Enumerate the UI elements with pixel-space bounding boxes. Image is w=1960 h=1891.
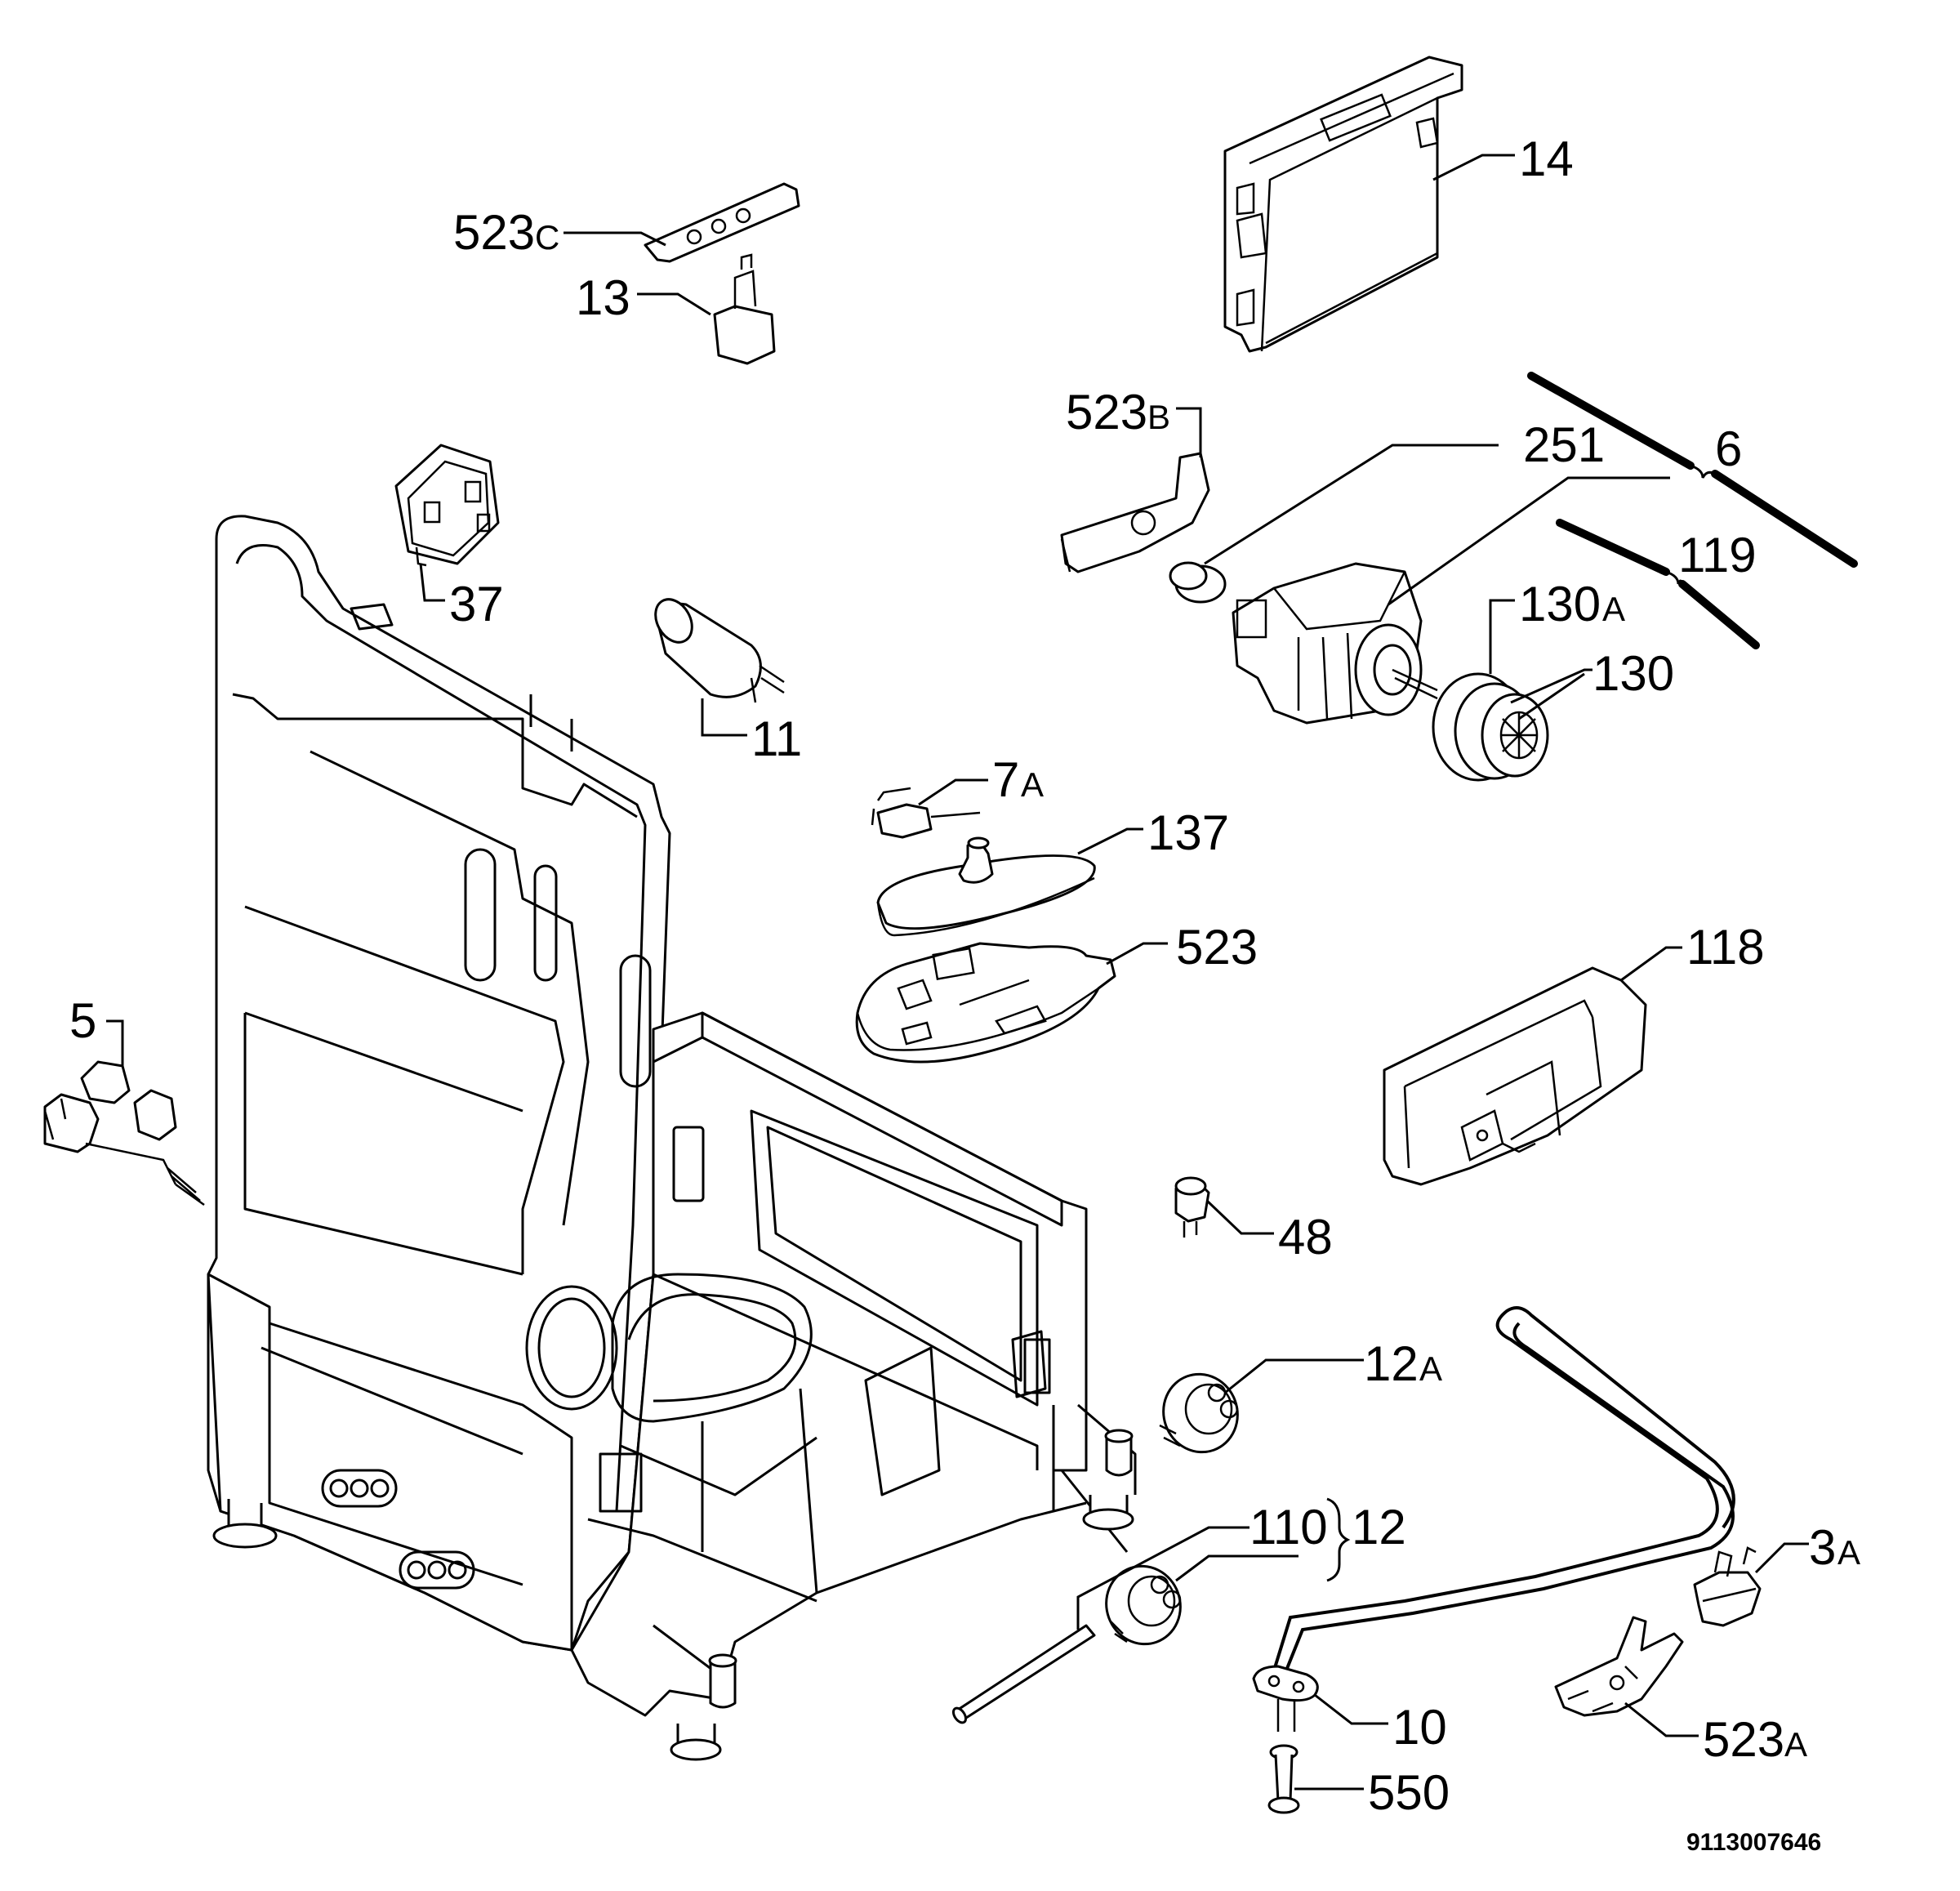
leader-7a bbox=[918, 778, 988, 806]
leader-14 bbox=[1432, 154, 1515, 181]
leader-5 bbox=[106, 1019, 124, 1066]
label-137: 137 bbox=[1147, 805, 1229, 860]
brace-6 bbox=[1690, 464, 1716, 479]
part-550-screw bbox=[1267, 1744, 1300, 1814]
leader-48 bbox=[1205, 1199, 1274, 1235]
leader-523a bbox=[1624, 1701, 1699, 1737]
label-550: 550 bbox=[1368, 1765, 1450, 1820]
label-3a-suffix: A bbox=[1838, 1533, 1860, 1572]
range-6-a bbox=[1527, 372, 1695, 470]
part-137-float bbox=[876, 836, 1096, 937]
part-3a-clip bbox=[1693, 1546, 1762, 1627]
part-130-pump-wheel bbox=[1432, 672, 1549, 782]
part-13-switch bbox=[713, 253, 776, 365]
part-12-pressure-switch bbox=[1105, 1564, 1182, 1646]
part-523c-bracket bbox=[644, 182, 800, 263]
leader-110-hose bbox=[1076, 1526, 1250, 1630]
part-523-float-housing bbox=[855, 942, 1116, 1064]
label-523b: 523 bbox=[1066, 385, 1147, 439]
range-119-b bbox=[1678, 580, 1760, 649]
label-523a-suffix: A bbox=[1784, 1725, 1807, 1764]
label-523a: 523 bbox=[1703, 1712, 1784, 1767]
label-13: 13 bbox=[576, 270, 630, 325]
label-12a: 12 bbox=[1364, 1336, 1419, 1391]
leader-37 bbox=[419, 563, 445, 602]
leader-3a bbox=[1754, 1542, 1809, 1574]
label-118: 118 bbox=[1686, 920, 1765, 974]
part-14-control-module bbox=[1223, 56, 1463, 353]
leader-130a bbox=[1489, 599, 1515, 674]
part-48-sensor bbox=[1174, 1176, 1210, 1238]
brace-119 bbox=[1665, 570, 1684, 585]
part-110-hose bbox=[951, 1624, 1096, 1724]
label-3a: 3 bbox=[1809, 1520, 1836, 1575]
part-523a-bracket bbox=[1554, 1616, 1684, 1717]
part-37-cover bbox=[394, 444, 500, 567]
label-523b-suffix: B bbox=[1147, 398, 1170, 436]
part-6-motor bbox=[1232, 562, 1438, 725]
leader-118 bbox=[1620, 946, 1682, 982]
label-12a-suffix: A bbox=[1419, 1349, 1442, 1388]
leader-10 bbox=[1314, 1693, 1388, 1725]
part-251-plug bbox=[1169, 561, 1227, 604]
label-14: 14 bbox=[1519, 132, 1574, 186]
drawing-code: 9113007646 bbox=[1686, 1829, 1821, 1856]
leader-251 bbox=[1204, 444, 1499, 565]
label-10: 10 bbox=[1392, 1700, 1447, 1755]
label-130: 130 bbox=[1592, 646, 1674, 701]
label-110: 110 bbox=[1250, 1500, 1328, 1554]
leader-523b bbox=[1176, 407, 1202, 457]
part-11-capacitor bbox=[654, 598, 785, 703]
leader-13 bbox=[637, 292, 711, 316]
label-523c: 523 bbox=[453, 205, 535, 260]
label-7a-suffix: A bbox=[1021, 765, 1044, 804]
leader-6-motor bbox=[1388, 476, 1670, 606]
range-6-b bbox=[1711, 470, 1858, 568]
part-7a-microswitch bbox=[871, 787, 981, 839]
label-48: 48 bbox=[1278, 1210, 1333, 1264]
leader-12a bbox=[1224, 1358, 1364, 1394]
label-251: 251 bbox=[1523, 417, 1605, 472]
label-11: 11 bbox=[751, 711, 802, 766]
brace-12 bbox=[1326, 1497, 1351, 1582]
range-119-a bbox=[1556, 519, 1670, 576]
label-130a-suffix: A bbox=[1602, 590, 1625, 628]
label-523: 523 bbox=[1176, 920, 1258, 974]
label-6: 6 bbox=[1715, 421, 1742, 476]
part-12a-pressure-switch bbox=[1159, 1372, 1239, 1454]
leader-523c bbox=[564, 231, 666, 247]
label-5: 5 bbox=[69, 993, 96, 1048]
part-5-inlet-valve bbox=[43, 1060, 205, 1206]
leader-11 bbox=[701, 698, 747, 737]
part-118-dispenser bbox=[1383, 966, 1647, 1186]
label-12: 12 bbox=[1352, 1500, 1406, 1554]
label-119: 119 bbox=[1678, 528, 1757, 582]
part-523b-bracket bbox=[1060, 452, 1210, 573]
label-523c-suffix: C bbox=[535, 218, 559, 256]
leader-523 bbox=[1106, 942, 1168, 966]
label-37: 37 bbox=[449, 577, 504, 631]
leader-110-switch bbox=[1175, 1554, 1298, 1582]
leader-130 bbox=[1510, 668, 1592, 720]
base-frame bbox=[207, 515, 1137, 1761]
label-7a: 7 bbox=[992, 752, 1019, 807]
leader-137 bbox=[1077, 827, 1143, 855]
label-130a: 130 bbox=[1519, 577, 1601, 631]
part-10-heater bbox=[1252, 1306, 1735, 1732]
